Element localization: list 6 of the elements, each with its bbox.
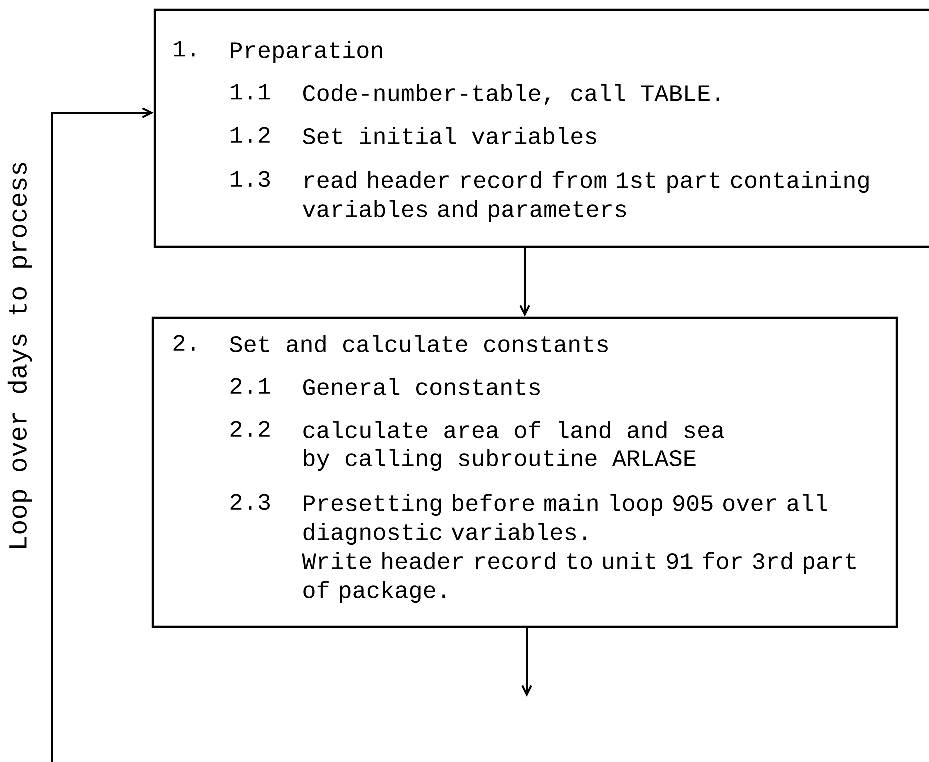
process-box: 1. Preparation 1.1 Code-number-table, call TABLE. 1.2 Set initial variables 1.3 read header record from 1st part containing variables and parameters — [154, 8, 929, 248]
loop-arrow — [51, 108, 154, 762]
arrow — [522, 628, 532, 697]
edge-label: Loop over days to process — [8, 163, 32, 548]
process-box: 2. Set and calculate constants 2.1 General constants 2.2 calculate area of land and sea by calling subroutine ARLASE 2.3 Presetting before main loop 905 over all diagnostic variables. Write header record to unit 91 for 3rd part of package. — [152, 316, 898, 628]
arrow — [520, 248, 530, 317]
